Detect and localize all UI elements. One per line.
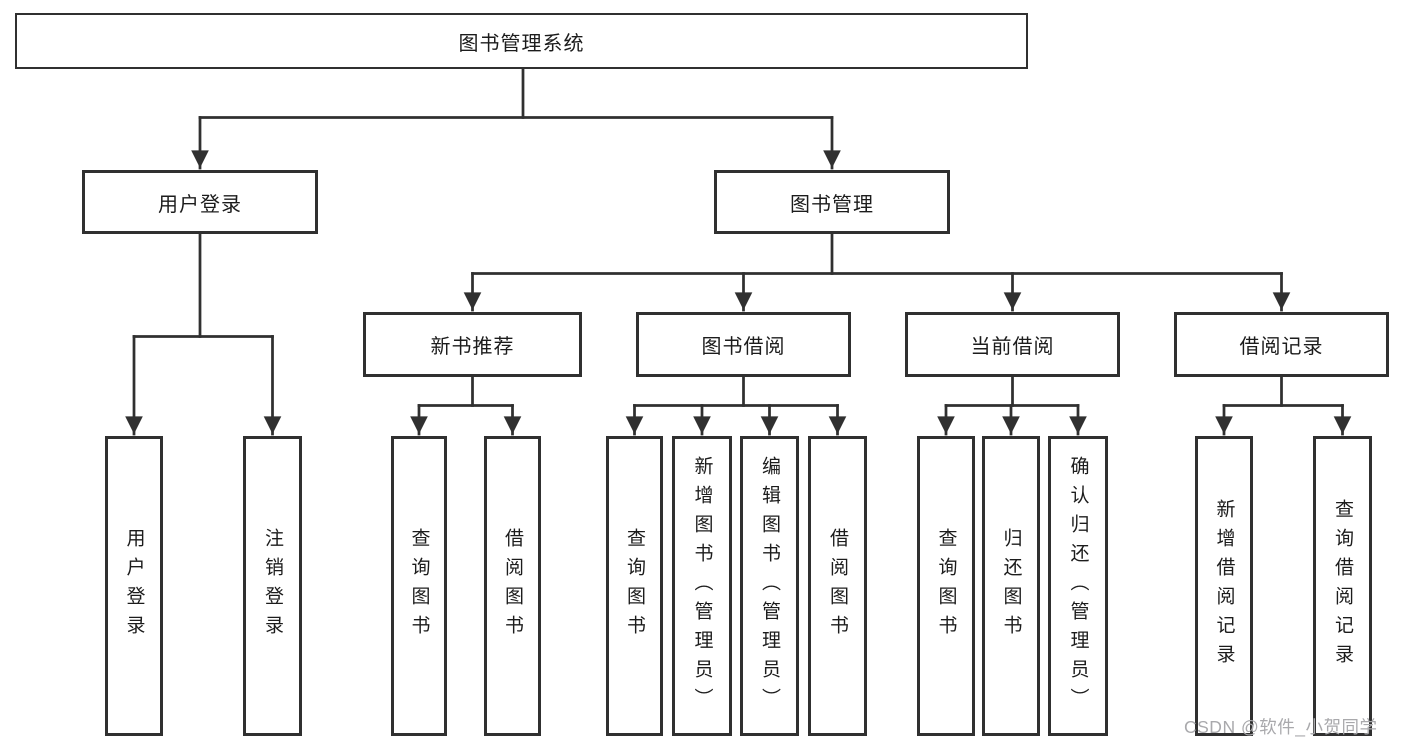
node-leaf-confirm-return-admin: 确认归还（管理员） [1048, 436, 1108, 736]
node-leaf-add-borrow-record: 新增借阅记录 [1195, 436, 1253, 736]
edge-book-management-children [463, 232, 1291, 312]
node-leaf-query-books-recommend: 查询图书 [391, 436, 447, 736]
node-book-borrow: 图书借阅 [636, 312, 851, 377]
csdn-watermark: CSDN @软件_小贺同学 [1184, 717, 1378, 737]
edge-book-borrow-children [625, 375, 847, 436]
node-leaf-borrow-books-borrow: 借阅图书 [808, 436, 867, 736]
node-leaf-query-books-borrow: 查询图书 [606, 436, 663, 736]
node-borrow-records: 借阅记录 [1174, 312, 1389, 377]
edge-borrow-records-children [1215, 375, 1352, 436]
edge-current-borrow-children [937, 375, 1087, 436]
node-leaf-return-book: 归还图书 [982, 436, 1040, 736]
node-book-management: 图书管理 [714, 170, 950, 234]
node-root: 图书管理系统 [15, 13, 1028, 69]
node-leaf-logout: 注销登录 [243, 436, 302, 736]
node-user-login: 用户登录 [82, 170, 318, 234]
node-leaf-query-books-current: 查询图书 [917, 436, 975, 736]
node-leaf-edit-book-admin: 编辑图书（管理员） [740, 436, 799, 736]
edge-root-to-level2 [191, 67, 841, 170]
node-leaf-add-book-admin: 新增图书（管理员） [672, 436, 732, 736]
node-leaf-user-login: 用户登录 [105, 436, 163, 736]
node-current-borrow: 当前借阅 [905, 312, 1120, 377]
edge-new-book-recommend-children [410, 375, 522, 436]
node-leaf-borrow-books-recommend: 借阅图书 [484, 436, 541, 736]
edge-user-login-children [125, 232, 282, 436]
node-new-book-recommend: 新书推荐 [363, 312, 582, 377]
node-leaf-query-borrow-record: 查询借阅记录 [1313, 436, 1372, 736]
